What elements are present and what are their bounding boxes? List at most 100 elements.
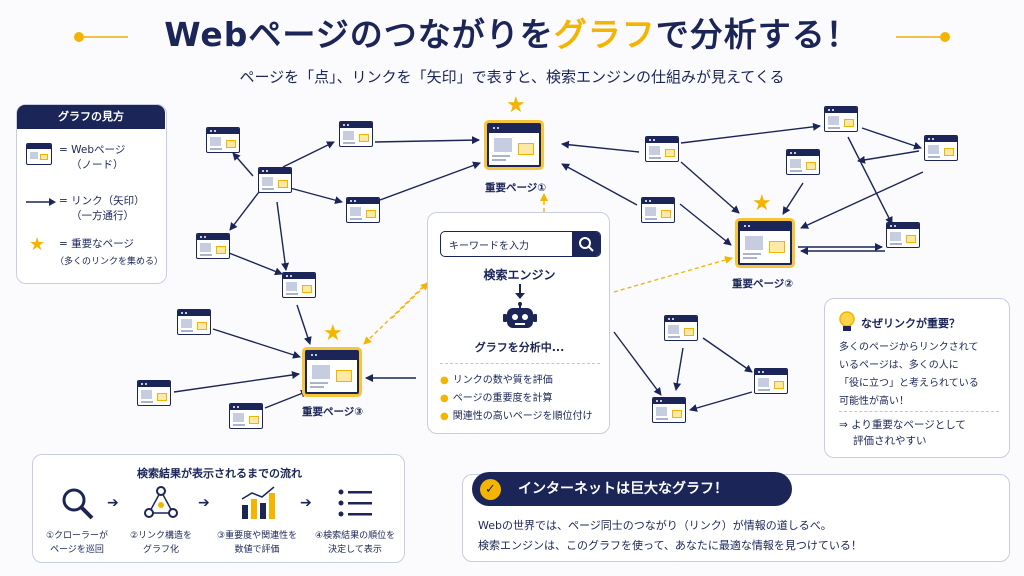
important-page-label: 重要ページ② [732,278,794,290]
webpage-node [258,167,292,193]
flow-step-label: ②リンク構造をグラフ化 [129,531,193,555]
title-decoration-dot [940,32,950,42]
bar-chart-icon [241,486,275,519]
engine-feature: ●リンクの数や質を評価 [440,375,553,386]
edge [212,328,301,359]
legend-panel: グラフの見方 = Webページ （ノード） = リンク（矢印） （一方通行） ★… [16,104,167,284]
edge [232,152,254,177]
edge [228,252,283,276]
edge [374,136,480,145]
title-decoration-line [896,36,940,38]
down-arrow-icon [515,284,525,299]
title-decoration-dot [74,32,84,42]
engine-feature: ●ページの重要度を計算 [440,393,553,404]
magnifier-icon [62,488,94,520]
edge [276,201,290,271]
why-title: なぜリンクが重要？ [861,317,960,330]
why-links-panel: なぜリンクが重要？ 多くのページからリンクされているページは、多くの人に「役に立… [824,298,1010,458]
search-placeholder: キーワードを入力 [449,241,529,252]
important-page-node [738,221,792,265]
search-input[interactable]: キーワードを入力 [440,231,601,257]
search-flow-panel: 検索結果が表示されるまでの流れ ➔ ➔ ➔ ①クローラーがページを巡回 ②リンク… [32,454,405,563]
title-decoration-line [84,36,128,38]
webpage-node [206,127,240,153]
legend-star-icon: ★ [29,234,46,255]
webpage-node [137,380,171,406]
edge [613,331,662,396]
legend-star-subtext: （多くのリンクを集める） [55,257,164,267]
search-engine-panel: キーワードを入力 検索エンジン グラフを分析中... ●リンクの数や質を評価 ●… [427,212,610,434]
webpage-node [664,315,698,341]
edge [782,182,804,215]
legend-arrow-icon [26,198,56,206]
edge [680,161,740,214]
page-title: Webページのつながりをグラフで分析する！ [164,15,860,54]
webpage-node [645,136,679,162]
edge [857,150,920,164]
edge [264,389,309,409]
edge-analysis [391,282,429,319]
webpage-node [786,149,820,175]
edge [673,347,684,391]
search-icon [579,237,594,252]
webpage-node [339,121,373,147]
important-page-node [487,123,541,167]
divider [839,411,999,412]
edge-analysis [363,281,429,345]
analysis-status: グラフを分析中... [474,341,565,354]
webpage-node [641,197,675,223]
search-engine-title: 検索エンジン [483,268,556,282]
flow-step-label: ①クローラーがページを巡回 [45,531,109,555]
search-button[interactable] [572,232,600,256]
webpage-node [196,233,230,259]
edge [379,161,481,201]
legend-node-text: = Webページ [59,144,126,156]
webpage-node [177,309,211,335]
legend-link-subtext: （一方通行） [71,210,134,222]
edge [679,203,732,246]
edge [689,391,753,412]
webpage-node [886,222,920,248]
edge-analysis [613,256,733,293]
edge [800,171,924,229]
graph-icon [144,486,178,518]
check-icon: ✓ [480,479,501,500]
important-page-label: 重要ページ③ [302,406,364,418]
webpage-node [652,397,686,423]
flow-arrow-icon: ➔ [107,495,119,511]
divider [440,363,600,364]
edge [847,136,893,225]
webpage-node [346,197,380,223]
flow-title: 検索結果が表示されるまでの流れ [137,467,302,480]
edge [173,371,300,393]
edge [282,141,335,168]
legend-link-text: = リンク（矢印） [59,195,145,207]
flow-step-label: ③重要度や関連性を数値で評価 [217,531,298,555]
star-icon: ★ [323,321,343,346]
edge [289,187,343,205]
star-icon: ★ [506,93,526,118]
webpage-node [282,272,316,298]
legend-heading: グラフの見方 [17,105,165,129]
subtitle: ページを「点」、リンクを「矢印」で表すと、検索エンジンの仕組みが見えてくる [239,68,785,86]
star-icon: ★ [752,191,772,216]
edge [861,127,922,150]
edge [561,140,640,153]
flow-arrow-icon: ➔ [300,495,312,511]
robot-icon [503,302,537,328]
why-body: 多くのページからリンクされているページは、多くの人に「役に立つ」と考えられている… [839,342,979,407]
webpage-node [754,368,788,394]
legend-node-subtext: （ノード） [71,159,124,171]
webpage-node [229,403,263,429]
important-page-node [305,350,359,394]
webpage-node [924,135,958,161]
lightbulb-icon [839,311,855,331]
list-icon [338,489,372,517]
flow-arrow-icon: ➔ [198,495,210,511]
legend-node-icon [26,143,52,165]
legend-star-text: = 重要なページ [59,238,134,250]
edge [296,304,312,345]
why-conclusion: ⇒ より重要なページとして評価されやすい [839,419,966,447]
edge [229,187,263,231]
